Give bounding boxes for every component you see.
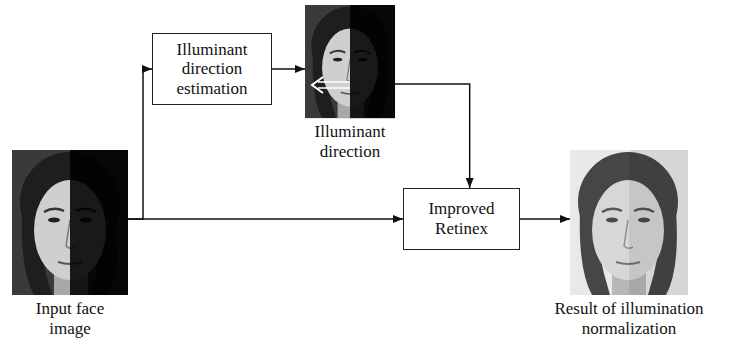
- box-label: Improved Retinex: [404, 199, 519, 238]
- input-face-photo: [12, 150, 128, 295]
- light-overlay: [570, 150, 688, 295]
- flow-arrow: [128, 218, 403, 220]
- process-box: Illuminant direction estimation: [152, 33, 272, 106]
- flow-arrow: [395, 84, 470, 188]
- photo-frame: [12, 150, 128, 295]
- image-panel: Input face image: [12, 150, 128, 338]
- image-panel: Result of illumination normalization: [570, 150, 688, 338]
- light-direction-arrowhead: [312, 77, 323, 93]
- flow-arrow: [128, 69, 152, 219]
- box-label: Illuminant direction estimation: [153, 40, 271, 99]
- photo-frame: [570, 150, 688, 295]
- photo-ground: [12, 150, 128, 295]
- image-caption: Input face image: [20, 299, 120, 338]
- flow-arrow: [520, 218, 570, 220]
- photo-ground: [570, 150, 688, 295]
- photo-ground: [305, 5, 395, 118]
- image-caption: Result of illumination normalization: [533, 299, 725, 338]
- flow-arrow: [272, 68, 305, 70]
- image-panel: Illuminant direction: [305, 5, 395, 161]
- image-caption: Illuminant direction: [300, 122, 400, 161]
- soft-shadow: [629, 150, 688, 295]
- photo-frame: [305, 5, 395, 118]
- shadow: [350, 5, 395, 118]
- process-box: Improved Retinex: [403, 188, 520, 250]
- result-face-photo: [570, 150, 688, 295]
- light-direction-arrow: [318, 82, 350, 88]
- direction-face-photo: [305, 5, 395, 118]
- shadow: [70, 150, 128, 295]
